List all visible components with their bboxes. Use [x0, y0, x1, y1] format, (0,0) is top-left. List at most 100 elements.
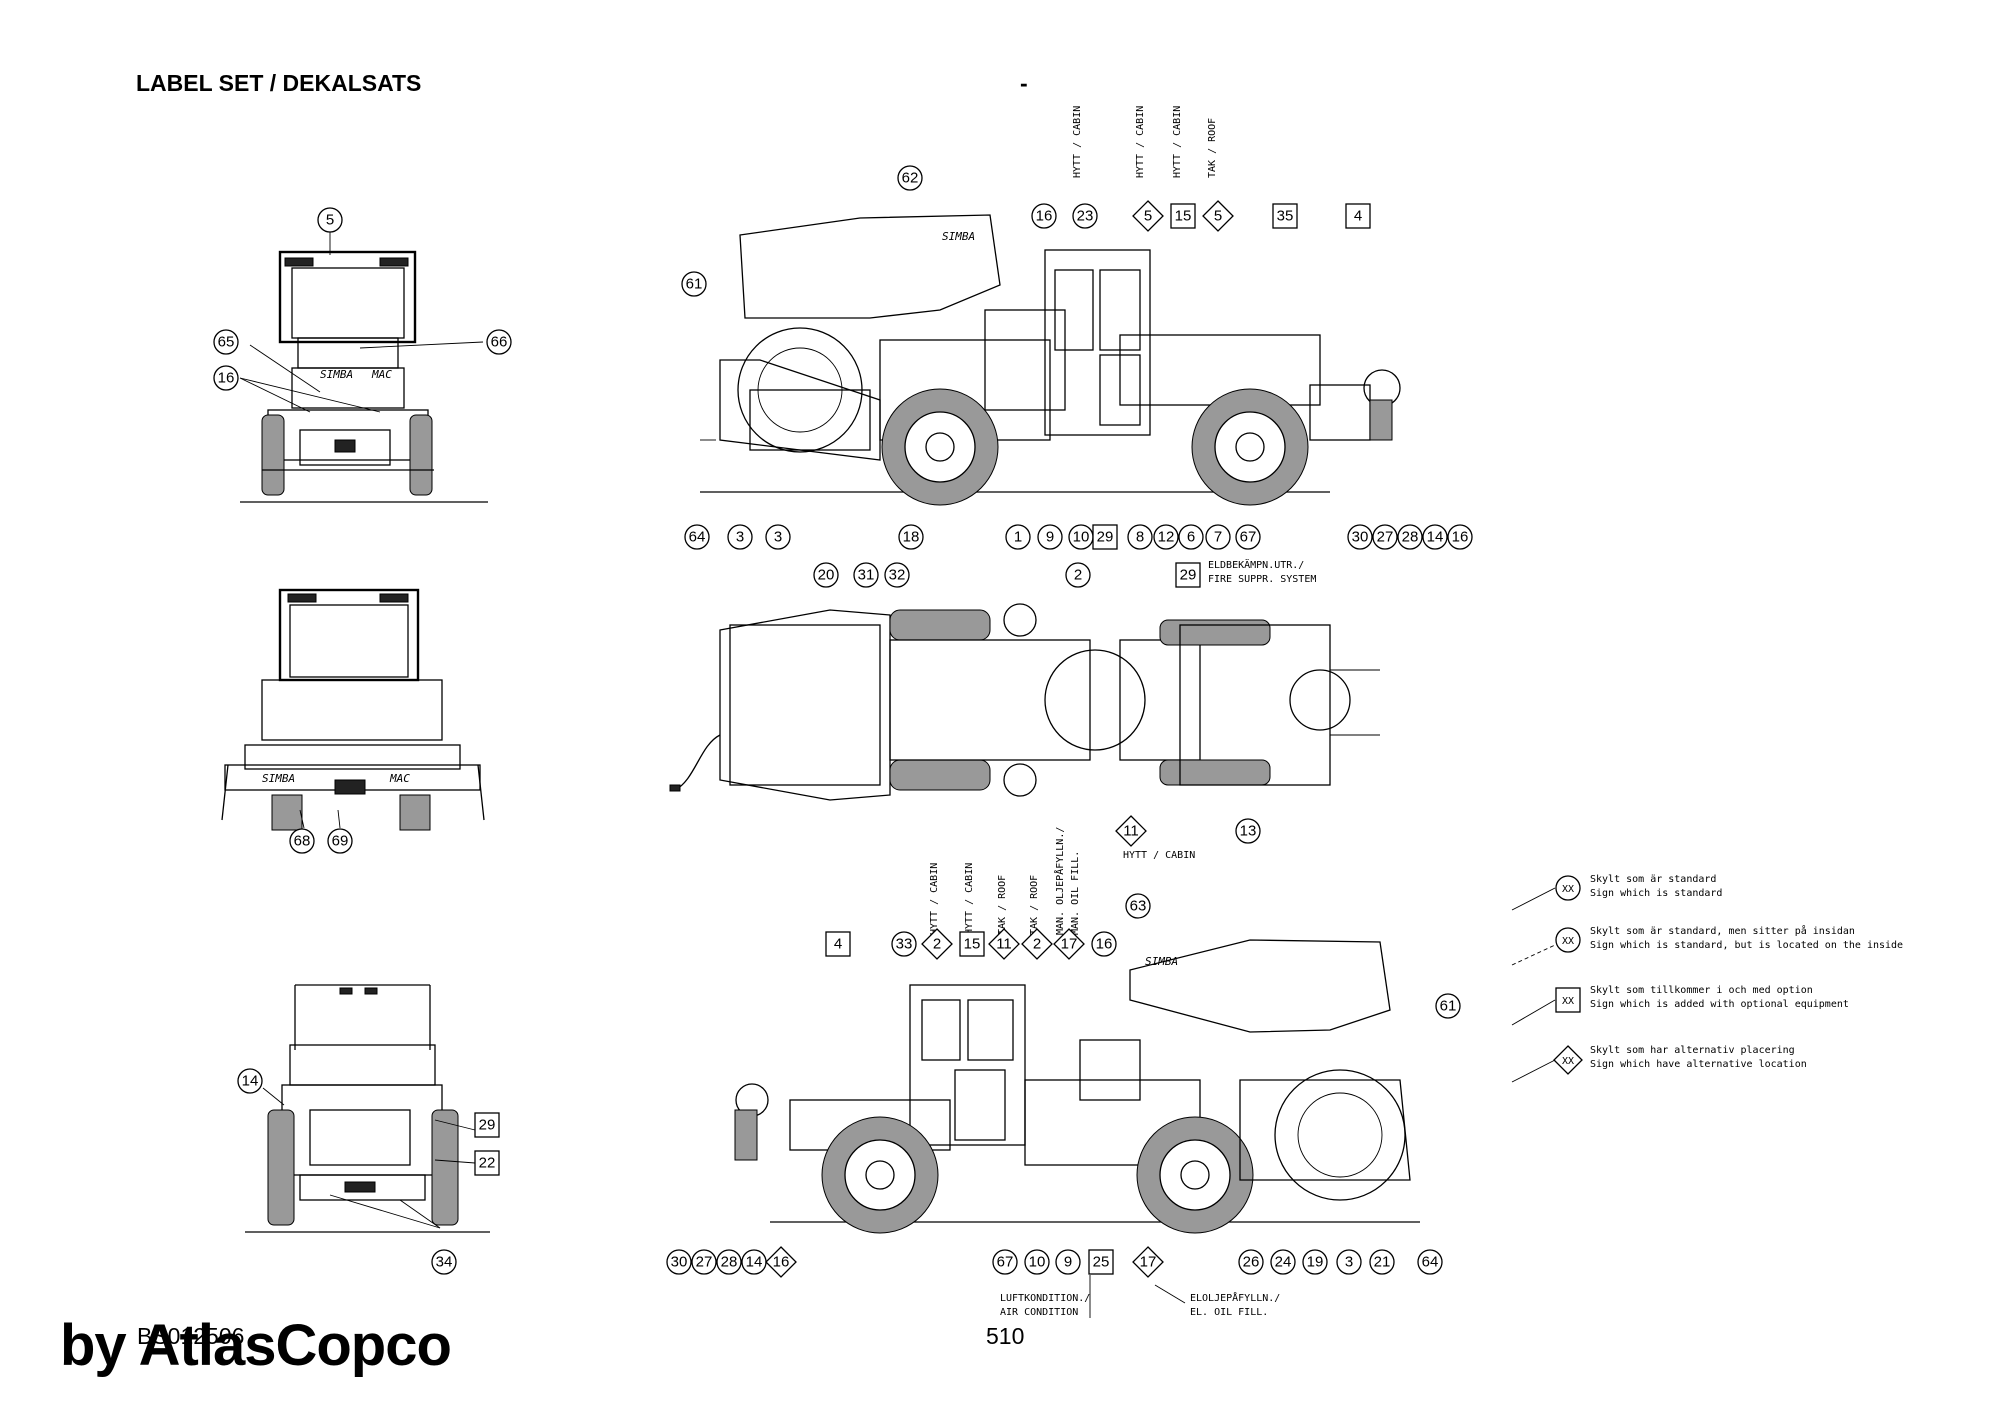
annot-eloil-se: ELOLJEPÅFYLLN./	[1190, 1291, 1280, 1304]
callout-shape	[1024, 1249, 1050, 1275]
callout-shape	[1072, 203, 1098, 229]
callout-shape	[988, 928, 1020, 960]
callout-shape	[1417, 1249, 1443, 1275]
callout-shape	[431, 1249, 457, 1275]
annot-cabin-2: HYTT / CABIN	[1135, 106, 1146, 178]
callout-13-circle: 13	[1235, 818, 1261, 844]
callout-shape	[992, 1249, 1018, 1275]
callout-62-circle: 62	[897, 165, 923, 191]
callout-3-circle: 3	[727, 524, 753, 550]
callout-shape	[884, 562, 910, 588]
callout-label: 24	[1275, 1254, 1292, 1271]
annot-roof-2: TAK / ROOF	[997, 875, 1008, 935]
callout-shape	[1272, 203, 1298, 229]
callout-shape	[1092, 524, 1118, 550]
callout-label: 6	[1187, 529, 1195, 546]
callout-label: 9	[1046, 529, 1054, 546]
annot-roof-1: TAK / ROOF	[1207, 118, 1218, 178]
callout-67-circle: 67	[992, 1249, 1018, 1275]
callout-label: 69	[332, 833, 349, 850]
callout-label: 15	[1175, 208, 1192, 225]
callout-10-circle: 10	[1068, 524, 1094, 550]
svg-text:Skylt som är standard, men sit: Skylt som är standard, men sitter på ins…	[1590, 924, 1855, 937]
callout-shape	[765, 1246, 797, 1278]
callout-label: 9	[1064, 1254, 1072, 1271]
callout-shape	[1170, 203, 1196, 229]
callout-23-circle: 23	[1072, 203, 1098, 229]
callout-shape	[213, 365, 239, 391]
callout-shape	[666, 1249, 692, 1275]
callout-shape	[921, 928, 953, 960]
svg-text:Skylt som är standard: Skylt som är standard	[1590, 874, 1716, 885]
page-number: 510	[986, 1323, 1025, 1349]
callout-27-circle: 27	[691, 1249, 717, 1275]
callout-shape	[813, 562, 839, 588]
callout-2-diamond: 2	[921, 928, 953, 960]
callout-7-circle: 7	[1205, 524, 1231, 550]
callout-label: 28	[1402, 529, 1419, 546]
callout-1-circle: 1	[1005, 524, 1031, 550]
callout-label: 61	[1440, 998, 1457, 1015]
callout-14-circle: 14	[1422, 524, 1448, 550]
callout-9-circle: 9	[1055, 1249, 1081, 1275]
callout-shape	[1235, 524, 1261, 550]
callout-61-circle: 61	[1435, 993, 1461, 1019]
callout-label: 29	[1097, 529, 1114, 546]
callout-label: 1	[1014, 529, 1022, 546]
legend-item-option: XX Skylt som tillkommer i och med option…	[1511, 985, 1849, 1026]
callout-shape	[1037, 524, 1063, 550]
annot-aircon-se: LUFTKONDITION./	[1000, 1293, 1090, 1304]
callout-label: 21	[1374, 1254, 1391, 1271]
callout-label: 10	[1029, 1254, 1046, 1271]
callout-shape	[1422, 524, 1448, 550]
callout-label: 3	[1345, 1254, 1353, 1271]
callout-label: 18	[903, 529, 920, 546]
callout-28-circle: 28	[716, 1249, 742, 1275]
callout-label: 14	[242, 1073, 259, 1090]
callout-label: 15	[964, 936, 981, 953]
callout-3-circle: 3	[765, 524, 791, 550]
annot-cabin-4: HYTT / CABIN	[929, 863, 940, 935]
callout-26-circle: 26	[1238, 1249, 1264, 1275]
callout-shape	[1205, 524, 1231, 550]
callout-shape	[1132, 200, 1164, 232]
callout-16-diamond: 16	[765, 1246, 797, 1278]
callout-shape	[898, 524, 924, 550]
svg-text:Sign which is standard, but is: Sign which is standard, but is located o…	[1590, 940, 1903, 951]
callout-label: 5	[1144, 208, 1152, 225]
callout-64-circle: 64	[1417, 1249, 1443, 1275]
callout-5-diamond: 5	[1132, 200, 1164, 232]
callout-label: 4	[834, 936, 842, 953]
callout-25-square: 25	[1088, 1249, 1114, 1275]
callout-label: 11	[1123, 823, 1139, 840]
callout-shape	[213, 329, 239, 355]
callout-label: 4	[1354, 208, 1362, 225]
callout-68-circle: 68	[289, 828, 315, 854]
callout-label: 16	[773, 1254, 790, 1271]
callout-shape	[691, 1249, 717, 1275]
callout-11-diamond: 11	[1115, 815, 1147, 847]
callout-label: 30	[671, 1254, 688, 1271]
callout-shape	[1091, 931, 1117, 957]
callout-shape	[1088, 1249, 1114, 1275]
front-view-bottom	[245, 984, 490, 1233]
callout-shape	[1447, 524, 1473, 550]
rear-brand-2: MAC	[389, 772, 410, 785]
callout-35-square: 35	[1272, 203, 1298, 229]
callout-label: 68	[294, 833, 311, 850]
callout-shape	[897, 165, 923, 191]
callout-shape	[1238, 1249, 1264, 1275]
callout-label: 25	[1093, 1254, 1110, 1271]
callout-29-square: 29	[1092, 524, 1118, 550]
side-view-lower: SIMBA	[734, 939, 1420, 1234]
callout-14-circle: 14	[237, 1068, 263, 1094]
callout-shape	[1021, 928, 1053, 960]
svg-text:Sign which is standard: Sign which is standard	[1590, 888, 1722, 899]
callout-shape	[1178, 524, 1204, 550]
callout-label: 17	[1140, 1254, 1157, 1271]
svg-text:XX: XX	[1562, 936, 1574, 947]
page-title: LABEL SET / DEKALSATS	[136, 70, 422, 96]
callout-label: 14	[1427, 529, 1444, 546]
callout-label: 2	[1074, 567, 1082, 584]
